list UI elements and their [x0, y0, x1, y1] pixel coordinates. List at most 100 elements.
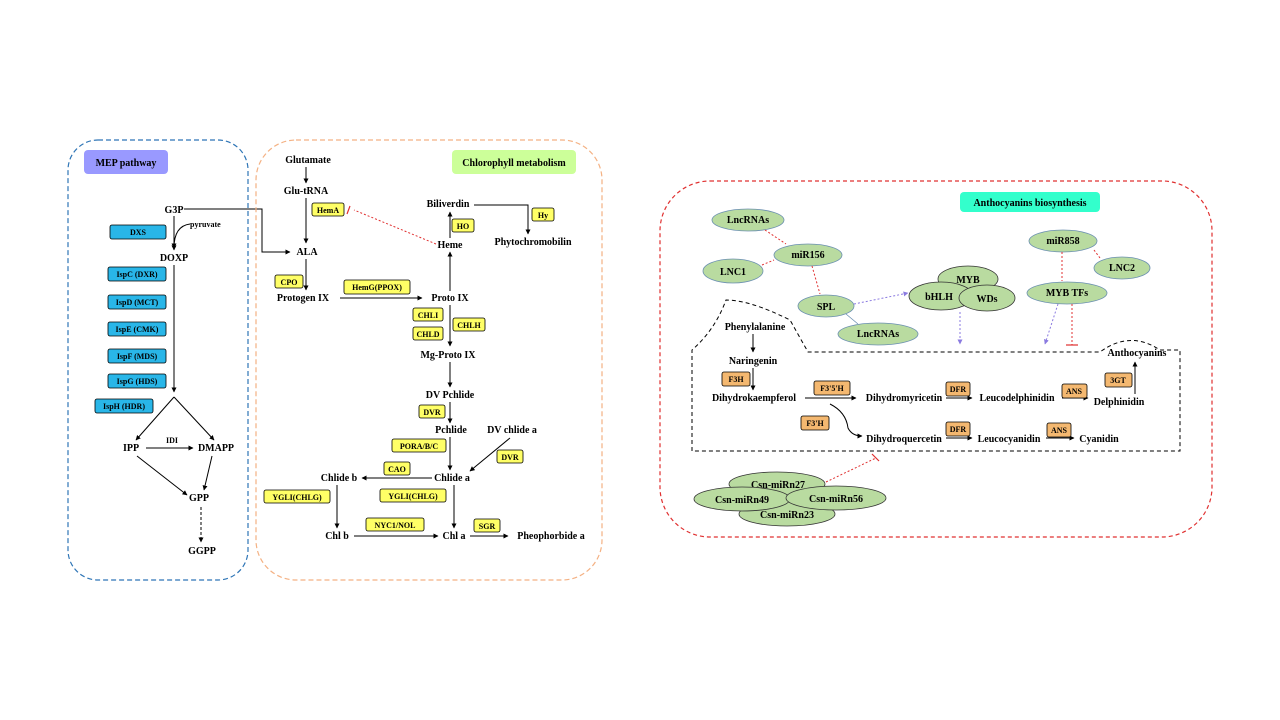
- chl-enzyme-pora-label: PORA/B/C: [400, 442, 438, 451]
- chl-chl-a: Chl a: [442, 531, 465, 542]
- anth-enzyme-ans2-label: ANS: [1051, 426, 1068, 435]
- chl-enzyme-hemg-label: HemG(PPOX): [352, 283, 402, 292]
- chl-panel-border: [255, 139, 603, 581]
- chl-title: Chlorophyll metabolism: [462, 158, 566, 169]
- anth-dihydrokaempferol: Dihydrokaempferol: [712, 393, 796, 404]
- anth-title: Anthocyanins biosynthesis: [973, 198, 1086, 209]
- chl-chl-b: Chl b: [325, 531, 349, 542]
- anth-ellipse-lncrnas-bottom: [837, 322, 919, 346]
- chl-enzyme-ho-label: HO: [457, 222, 469, 231]
- anth-enzyme-f35h-label: F3'5'H: [820, 384, 844, 393]
- chl-proto: Proto IX: [431, 293, 469, 304]
- mep-arrow-dmapp-gpp: [202, 455, 213, 491]
- mep-enzyme-dxs-label: DXS: [130, 228, 147, 237]
- chl-ala: ALA: [296, 247, 318, 258]
- anth-mir858: miR858: [1046, 236, 1079, 247]
- anth-naringenin: Naringenin: [729, 356, 778, 367]
- anth-lncrnas-bottom: LncRNAs: [857, 329, 899, 340]
- anth-enzyme-3gt-label: 3GT: [1110, 376, 1126, 385]
- anth-ellipse-mir858: [1028, 229, 1098, 253]
- chl-enzyme-ygli1: [263, 489, 331, 504]
- chl-enzyme-ygli1-label: YGLI(CHLG): [272, 493, 322, 502]
- anth-enzyme-f3h-label: F3H: [728, 375, 744, 384]
- anth-enzyme-ans1-label: ANS: [1066, 387, 1083, 396]
- anth-leucodelphinidin: Leucodelphinidin: [979, 393, 1054, 404]
- chl-glu-trna: Glu-tRNA: [284, 186, 329, 197]
- chl-pchlide: Pchlide: [435, 425, 467, 436]
- mep-ipp: IPP: [123, 443, 139, 454]
- anth-lncrnas-top: LncRNAs: [727, 215, 769, 226]
- anth-csn56: Csn-miRn56: [809, 494, 863, 505]
- anth-mir156: miR156: [791, 250, 824, 261]
- chl-enzyme-nyc: [365, 517, 425, 532]
- chl-enzyme-ho: [451, 218, 475, 233]
- mep-enzyme-ispf-label: IspF (MDS): [117, 352, 158, 361]
- mep-enzyme-ispf: [107, 348, 167, 364]
- chl-enzyme-pora: [391, 438, 447, 453]
- anth-enzyme-3gt: [1104, 372, 1133, 388]
- anth-link-spl-lncrnas: [845, 313, 859, 325]
- chl-chlide-a: Chlide a: [434, 473, 470, 484]
- chl-enzyme-chlh: [452, 317, 486, 332]
- mep-enzyme-ispc: [107, 266, 167, 282]
- anth-activate-spl-mbw: [853, 291, 909, 305]
- anth-inhibit-mir156-spl: [811, 265, 821, 295]
- anth-leucocyanidin: Leucocyanidin: [978, 434, 1041, 445]
- chl-enzyme-cao-label: CAO: [388, 465, 406, 474]
- chl-enzyme-cpo: [274, 274, 304, 289]
- chl-enzyme-dvr1-label: DVR: [423, 408, 441, 417]
- chl-glutamate: Glutamate: [285, 155, 331, 166]
- anth-csn49: Csn-miRn49: [715, 495, 769, 506]
- connector-g3p-ala: [184, 208, 291, 255]
- mep-enzyme-isph: [94, 398, 154, 414]
- anth-dihydromyricetin: Dihydromyricetin: [866, 393, 943, 404]
- anth-enzyme-f3h: [721, 371, 751, 387]
- anth-lnc2: LNC2: [1109, 263, 1135, 274]
- chl-pheophorbide: Pheophorbide a: [517, 531, 585, 542]
- anth-title-badge: [960, 192, 1100, 212]
- chl-enzyme-chld: [412, 326, 444, 341]
- chl-enzyme-chlh-label: CHLH: [457, 321, 481, 330]
- anth-phenylalanine: Phenylalanine: [725, 322, 786, 333]
- anth-enzyme-dfr1-label: DFR: [950, 385, 967, 394]
- chl-inhibit-bar: [346, 205, 351, 215]
- anth-enzyme-f3ph-label: F3'H: [806, 419, 824, 428]
- anthocyanins-panel: Anthocyanins biosynthesis LncRNAs LNC1 m…: [659, 180, 1213, 538]
- mep-g3p: G3P: [165, 205, 184, 216]
- mep-dmapp: DMAPP: [198, 443, 234, 454]
- chl-enzyme-dvr2-label: DVR: [501, 453, 519, 462]
- chl-enzyme-ygli2-label: YGLI(CHLG): [388, 492, 438, 501]
- anth-ellipse-mybtfs: [1026, 281, 1108, 305]
- chl-inhibit-heme-hema: [353, 209, 437, 245]
- chl-enzyme-chli-label: CHLI: [418, 311, 438, 320]
- anth-dihydroquercetin: Dihydroquercetin: [866, 434, 942, 445]
- anth-ellipse-csn56: [785, 485, 887, 511]
- chl-enzyme-sgr: [473, 518, 501, 533]
- chl-enzyme-hema: [311, 202, 345, 217]
- anth-inhibit-lnc1-mir156: [761, 259, 775, 266]
- chl-mg-proto: Mg-Proto IX: [420, 350, 476, 361]
- mep-arrow-to-dmapp: [173, 396, 215, 441]
- anth-enzyme-f3ph: [800, 415, 830, 431]
- anth-enzyme-dfr2: [945, 421, 971, 437]
- mep-enzyme-ispg-label: IspG (HDS): [117, 377, 158, 386]
- chl-enzyme-cao: [383, 461, 411, 476]
- chl-title-badge: [452, 150, 576, 174]
- chl-enzyme-cpo-label: CPO: [281, 278, 298, 287]
- anth-csn27: Csn-miRn27: [751, 480, 805, 491]
- mep-enzyme-dxs: [109, 224, 167, 240]
- mep-enzyme-ispe: [107, 321, 167, 337]
- mep-panel: MEP pathway G3P pyruvate DOXP DXS IspC (…: [67, 139, 249, 581]
- anth-cell-outline: [691, 299, 1181, 452]
- anth-spl: SPL: [817, 302, 836, 313]
- chl-enzyme-hemg: [343, 279, 411, 295]
- mep-panel-border: [67, 139, 249, 581]
- anth-enzyme-dfr2-label: DFR: [950, 425, 967, 434]
- anth-panel-border: [659, 180, 1213, 538]
- anth-enzyme-f35h: [813, 380, 851, 396]
- chl-enzyme-sgr-label: SGR: [479, 522, 496, 531]
- anth-ellipse-wds: [958, 284, 1016, 312]
- chl-phytochromobilin: Phytochromobilin: [494, 237, 571, 248]
- chl-enzyme-chli: [412, 307, 444, 322]
